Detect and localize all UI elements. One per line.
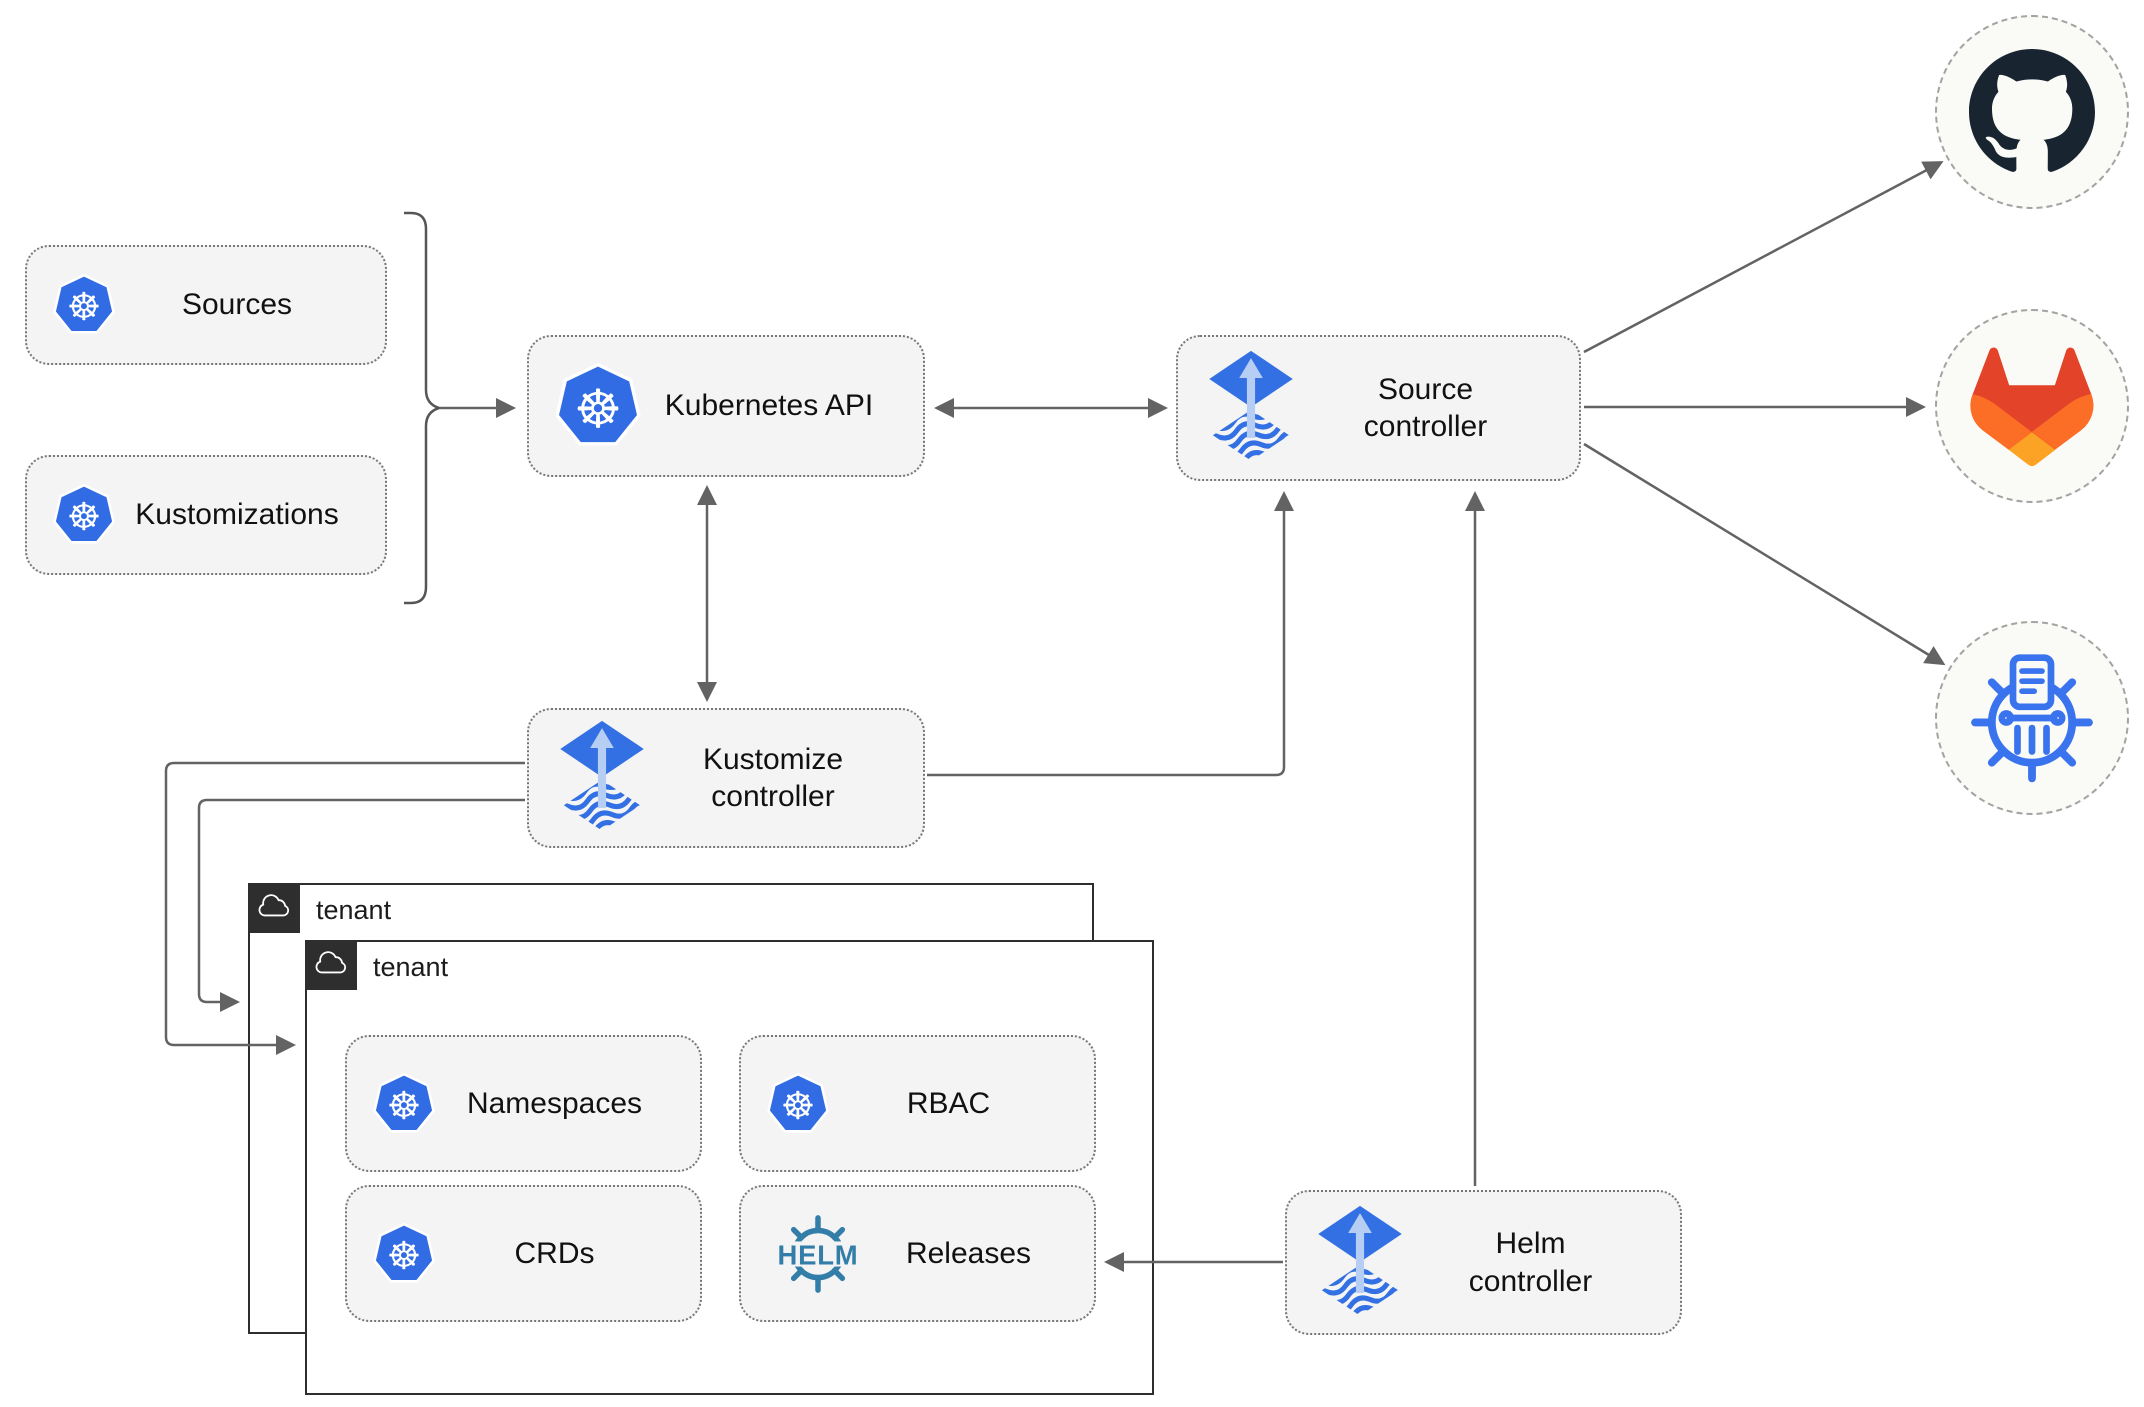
github-icon <box>1969 49 2095 175</box>
sources-label: Sources <box>181 288 293 322</box>
crds-node: ☸ CRDs <box>345 1185 702 1322</box>
releases-node: HELM Releases <box>739 1185 1096 1322</box>
kustomizations-label: Kustomizations <box>135 498 339 532</box>
tenant-cluster-front: tenant ☸ Namespaces ☸ RBAC ☸ CRDs <box>304 939 1154 1395</box>
rbac-label: RBAC <box>906 1086 991 1120</box>
gitlab-icon <box>1966 344 2098 468</box>
tenant-front-label: tenant <box>373 952 449 982</box>
edge-source-controller-to-github <box>1583 161 1944 354</box>
kubernetes-icon: ☸ <box>767 1072 829 1135</box>
gitlab-node <box>1935 309 2129 503</box>
cloud-icon <box>256 894 292 921</box>
chartmuseum-node <box>1935 621 2129 815</box>
helm-controller-label: Helm controller <box>1468 1227 1593 1298</box>
source-controller-node: Source controller <box>1176 335 1581 481</box>
github-node <box>1935 15 2129 209</box>
kubernetes-icon: ☸ <box>373 1072 435 1135</box>
helm-icon: HELM <box>767 1213 869 1295</box>
source-controller-label: Source controller <box>1363 372 1488 444</box>
crds-label: CRDs <box>514 1236 595 1270</box>
namespaces-label: Namespaces <box>466 1086 643 1120</box>
flux-icon <box>1204 349 1298 467</box>
kustomizations-node: ☸ Kustomizations <box>25 455 387 575</box>
chartmuseum-icon <box>1965 651 2099 785</box>
kubernetes-api-node: ☸ Kubernetes API <box>527 335 925 477</box>
kubernetes-icon: ☸ <box>555 363 641 449</box>
kubernetes-icon: ☸ <box>53 484 115 546</box>
flux-icon <box>1313 1204 1407 1322</box>
edge-kustomize-controller-to-source-controller <box>927 491 1294 777</box>
svg-text:☸: ☸ <box>781 1083 815 1128</box>
svg-text:☸: ☸ <box>574 378 622 440</box>
tenant-back-tab <box>247 882 300 933</box>
svg-text:HELM: HELM <box>778 1239 859 1270</box>
rbac-node: ☸ RBAC <box>739 1035 1096 1172</box>
svg-text:☸: ☸ <box>67 285 101 330</box>
flux-icon <box>555 719 649 837</box>
kustomize-controller-node: Kustomize controller <box>527 708 925 848</box>
svg-text:☸: ☸ <box>67 495 101 540</box>
kustomize-controller-label: Kustomize controller <box>702 742 844 814</box>
svg-text:☸: ☸ <box>387 1233 421 1278</box>
brace-group-crds <box>404 211 444 605</box>
kubernetes-api-label: Kubernetes API <box>664 389 874 423</box>
releases-label: Releases <box>905 1236 1032 1270</box>
edge-source-controller-to-chartmuseum <box>1583 442 1946 666</box>
tenant-front-tab <box>304 939 357 990</box>
tenant-back-label: tenant <box>316 895 392 925</box>
kubernetes-icon: ☸ <box>373 1222 435 1285</box>
sources-node: ☸ Sources <box>25 245 387 365</box>
kubernetes-icon: ☸ <box>53 274 115 336</box>
namespaces-node: ☸ Namespaces <box>345 1035 702 1172</box>
cloud-icon <box>313 951 349 978</box>
svg-text:☸: ☸ <box>387 1083 421 1128</box>
helm-controller-node: Helm controller <box>1285 1190 1682 1335</box>
